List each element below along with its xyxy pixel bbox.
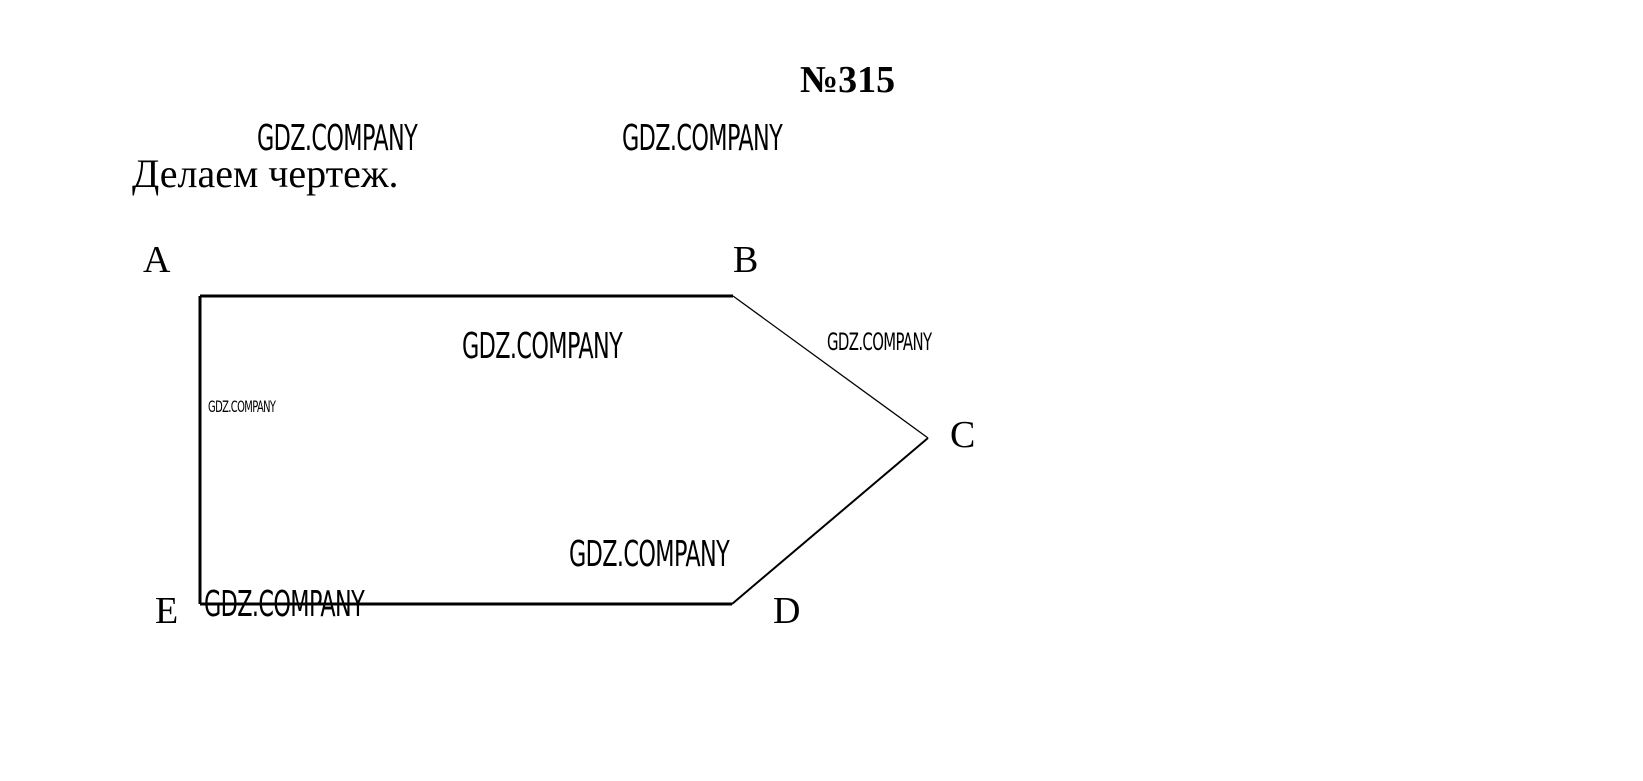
side-cd [731, 437, 929, 605]
watermark: GDZ.COMPANY [204, 584, 365, 625]
instruction-text: Делаем чертеж. [132, 151, 399, 196]
side-bc [732, 295, 929, 439]
problem-number: №315 [800, 59, 896, 101]
watermark: GDZ.COMPANY [569, 534, 730, 575]
vertex-label-d: D [773, 590, 801, 632]
vertex-label-a: A [143, 239, 171, 281]
watermark: GDZ.COMPANY [257, 118, 418, 159]
vertex-label-e: E [155, 590, 179, 632]
watermark: GDZ.COMPANY [462, 326, 623, 367]
watermark: GDZ.COMPANY [208, 397, 276, 416]
vertex-label-b: B [733, 239, 759, 281]
vertex-label-c: C [950, 414, 976, 456]
watermark: GDZ.COMPANY [827, 328, 932, 356]
watermark: GDZ.COMPANY [622, 118, 783, 159]
